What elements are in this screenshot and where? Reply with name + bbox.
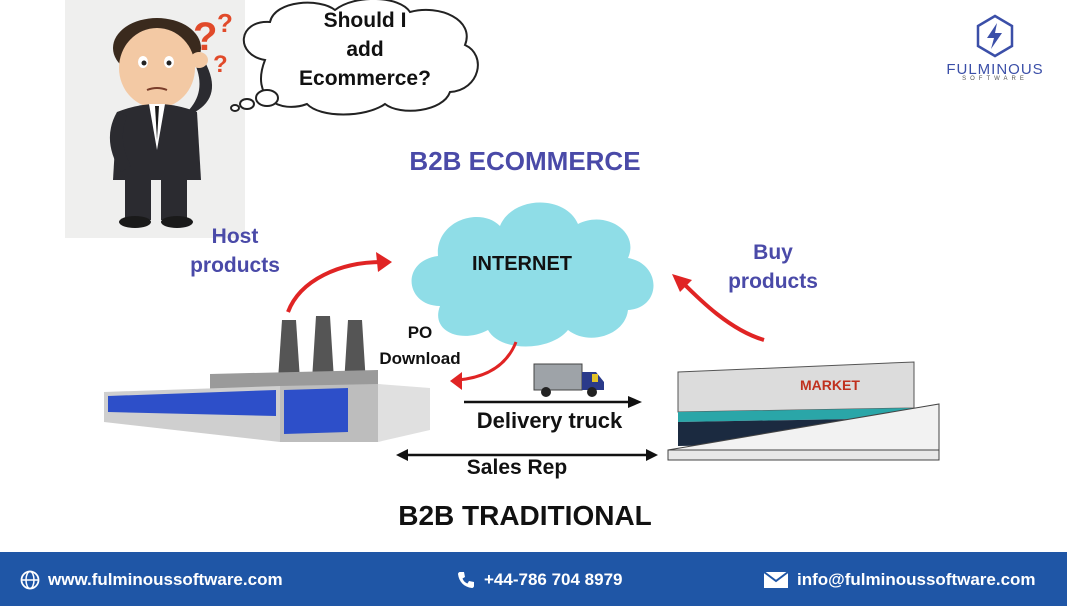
- website-link[interactable]: www.fulminoussoftware.com: [48, 570, 283, 589]
- host-products-label: Host products: [170, 222, 300, 280]
- flow-arrows: [286, 252, 765, 461]
- delivery-truck-icon: [533, 363, 604, 397]
- email-address[interactable]: info@fulminoussoftware.com: [797, 570, 1036, 589]
- po-line-1: PO: [407, 323, 433, 342]
- businessman-figure: ? ? ?: [109, 8, 233, 228]
- sales-rep-label: Sales Rep: [466, 456, 568, 479]
- brand-logo: [930, 14, 1060, 86]
- po-download-label: PO Download: [370, 320, 470, 372]
- buy-products-label: Buy products: [708, 238, 838, 296]
- buy-line-1: Buy: [753, 241, 793, 264]
- po-arrow-head: [450, 372, 462, 390]
- delivery-truck-label: Delivery truck: [476, 408, 623, 433]
- email-contact[interactable]: info@fulminoussoftware.com: [763, 566, 1036, 594]
- market-store-illustration: MARKET: [667, 361, 940, 461]
- phone-contact[interactable]: +44-786 704 8979: [456, 566, 623, 594]
- po-line-2: Download: [379, 349, 461, 368]
- svg-text:?: ?: [217, 8, 233, 38]
- ecommerce-title: B2B ECOMMERCE: [409, 146, 641, 176]
- brand-name: FULMINOUS: [946, 61, 1044, 78]
- thinking-person-illustration: ? ? ?: [65, 0, 245, 238]
- factory-illustration: [104, 316, 430, 442]
- thought-line-2: add: [346, 38, 384, 61]
- phone-number[interactable]: +44-786 704 8979: [484, 570, 623, 589]
- host-arrow-head: [376, 252, 392, 272]
- internet-label: INTERNET: [472, 253, 572, 275]
- svg-text:?: ?: [213, 51, 228, 78]
- traditional-title: B2B TRADITIONAL: [398, 500, 652, 531]
- internet-cloud: [411, 202, 654, 347]
- host-line-2: products: [190, 254, 280, 277]
- phone-icon: [458, 572, 474, 588]
- website-contact[interactable]: www.fulminoussoftware.com: [20, 566, 283, 594]
- contact-footer: [0, 552, 1067, 606]
- mail-icon: [763, 571, 789, 588]
- lightning-hexagon-icon: [976, 14, 1014, 58]
- thought-bubble: [230, 0, 479, 116]
- thought-question: Should I add Ecommerce?: [280, 6, 450, 93]
- brand-subtitle: SOFTWARE: [962, 76, 1028, 82]
- buy-line-2: products: [728, 270, 818, 293]
- buy-arrow-head: [672, 274, 692, 292]
- market-sign: MARKET: [800, 377, 860, 393]
- thought-line-3: Ecommerce?: [299, 67, 431, 90]
- globe-icon: [20, 570, 40, 590]
- host-line-1: Host: [211, 225, 259, 248]
- thought-line-1: Should I: [323, 9, 407, 32]
